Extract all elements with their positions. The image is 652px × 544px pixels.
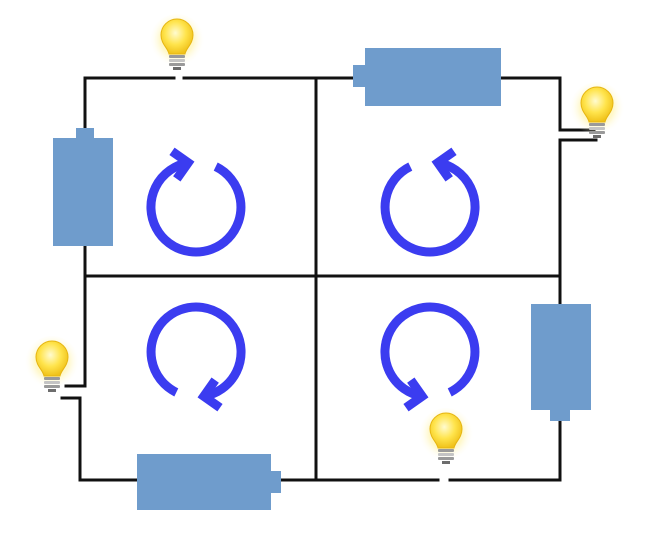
loop-arrow-bottom-left-arc [146, 302, 246, 401]
loop-arrow-top-left-head [169, 147, 195, 182]
loop-arrow-top-left-arc [146, 158, 246, 257]
light-bulb-icon [569, 82, 625, 138]
wire-right-side [558, 138, 598, 306]
loop-arrow-top-right-head [431, 147, 457, 182]
loop-arrow-bottom-left-head [197, 377, 223, 412]
light-bulb-icon [24, 336, 80, 392]
battery-top-horizontal [353, 48, 501, 106]
loop-arrows [146, 147, 480, 412]
light-bulbs [24, 14, 625, 464]
wire-left-side [64, 244, 87, 388]
batteries [53, 48, 591, 510]
wire-top-left [83, 76, 176, 132]
wire-bottom-left [60, 396, 138, 482]
battery-bottom-horizontal [137, 454, 281, 510]
battery-right-vertical [531, 304, 591, 421]
wire-top-right [498, 76, 596, 132]
loop-arrow-bottom-right-head [403, 377, 429, 412]
wire-right-bottom [448, 418, 562, 482]
loop-arrow-bottom-right-arc [380, 302, 480, 401]
wires [60, 76, 598, 482]
light-bulb-icon [149, 14, 205, 70]
light-bulb-icon [418, 408, 474, 464]
battery-left-vertical [53, 128, 113, 246]
loop-arrow-top-right-arc [380, 158, 480, 257]
